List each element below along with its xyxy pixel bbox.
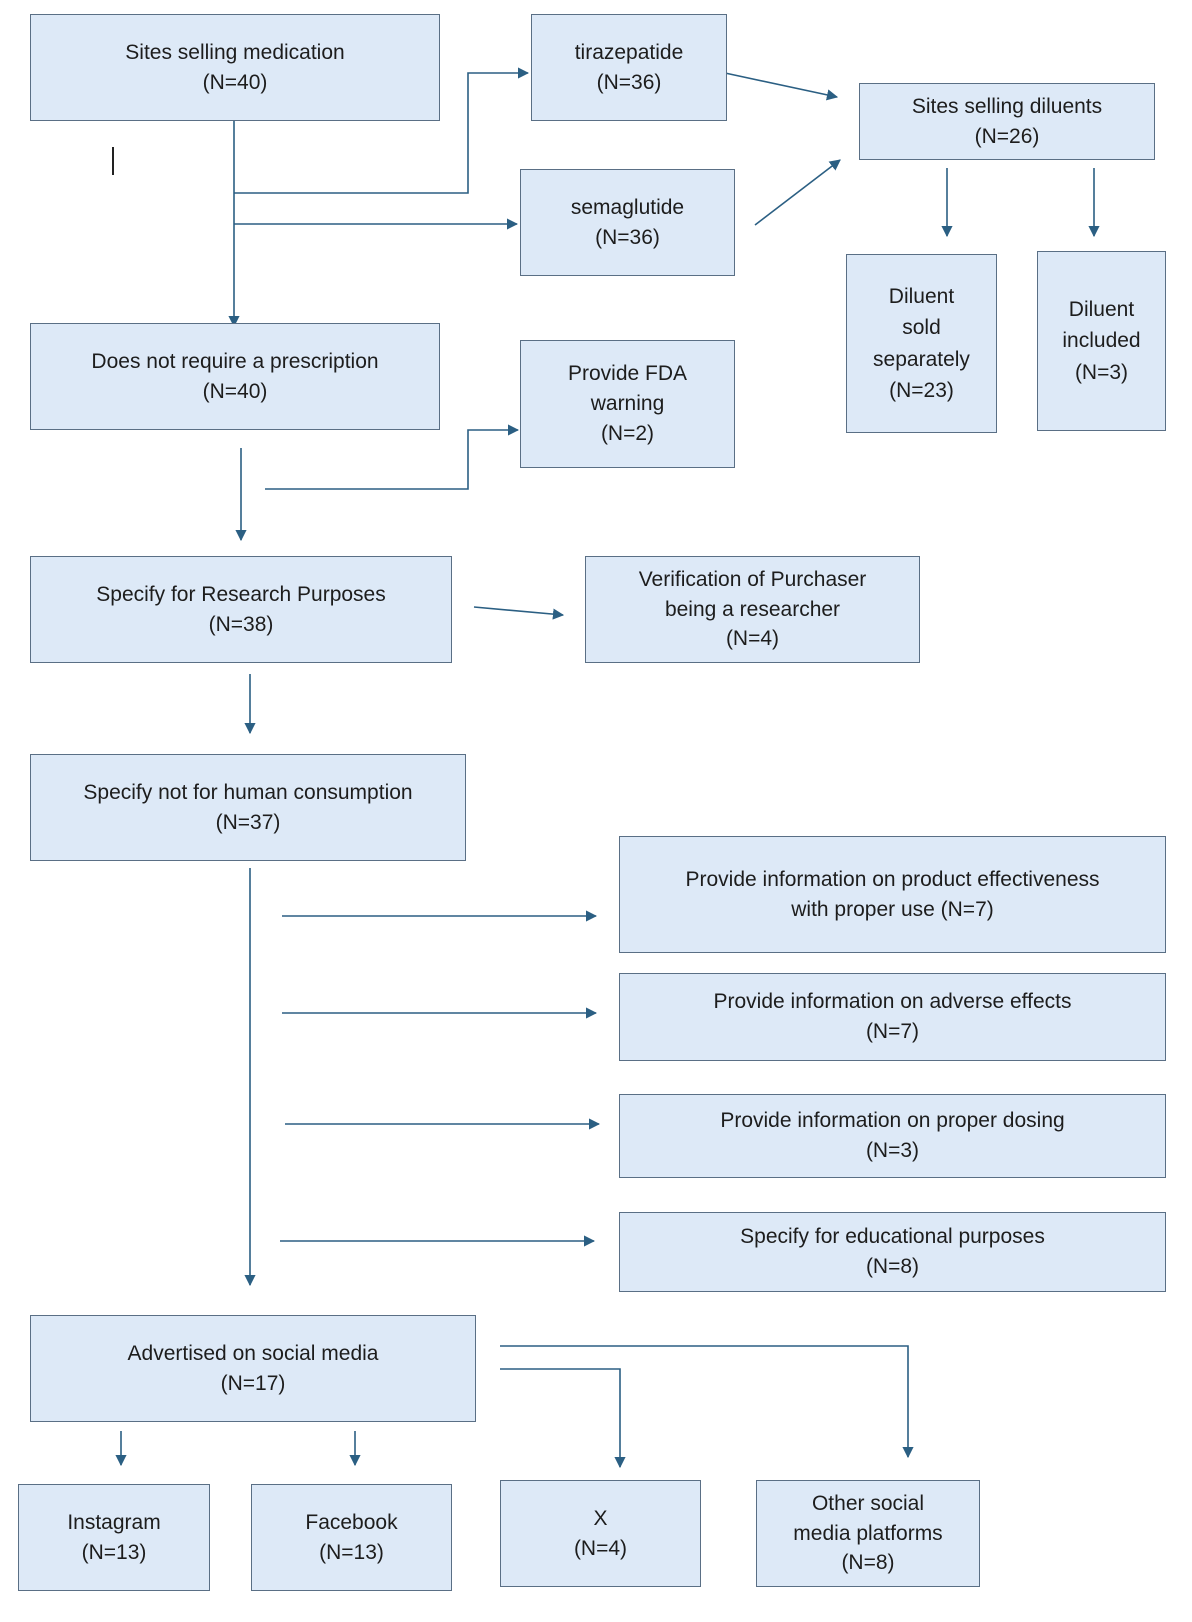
node-count: (N=13) (319, 1540, 384, 1564)
node-count: (N=4) (573, 1536, 628, 1560)
arrow-research-to-verification (473, 606, 565, 620)
node-count: (N=26) (974, 124, 1040, 148)
node-count: (N=40) (202, 70, 268, 94)
node-count: (N=36) (595, 225, 660, 249)
node-line: warning (590, 392, 665, 416)
node-label: Specify for educational purposes (740, 1225, 1045, 1249)
node-line: Diluent (888, 284, 955, 308)
node-line: Provide information on product effective… (685, 867, 1100, 891)
node-line: separately (873, 347, 970, 371)
node-label: Specify for Research Purposes (96, 582, 386, 606)
node-x: X (N=4) (500, 1480, 701, 1587)
node-label: Provide information on proper dosing (720, 1109, 1065, 1133)
node-dosing-info: Provide information on proper dosing (N=… (619, 1094, 1166, 1178)
node-tirazepatide: tirazepatide (N=36) (531, 14, 727, 121)
arrow-social-to-other (500, 1345, 914, 1459)
node-label: Does not require a prescription (91, 349, 379, 373)
node-line: included (1062, 329, 1141, 353)
node-count: (N=23) (889, 379, 954, 402)
arrow-prescription-to-fda (265, 424, 520, 490)
node-count: (N=17) (220, 1371, 286, 1395)
node-research-purposes: Specify for Research Purposes (N=38) (30, 556, 452, 663)
node-line: Diluent (1068, 297, 1135, 321)
node-not-human-consumption: Specify not for human consumption (N=37) (30, 754, 466, 861)
node-label: Provide information on adverse effects (713, 990, 1072, 1014)
node-label: Sites selling medication (125, 40, 345, 64)
node-count: (N=13) (81, 1540, 147, 1564)
arrow-semaglutide-to-diluents (754, 159, 841, 226)
node-line: with proper use (N=7) (791, 897, 994, 921)
text-cursor (112, 147, 114, 175)
node-line: sold (902, 316, 941, 339)
node-line: Other social (811, 1491, 925, 1515)
node-sites-selling-medication: Sites selling medication (N=40) (30, 14, 440, 121)
node-count: (N=37) (215, 810, 281, 834)
node-label: Instagram (67, 1510, 161, 1534)
node-no-prescription: Does not require a prescription (N=40) (30, 323, 440, 430)
node-label: Advertised on social media (127, 1341, 379, 1365)
node-count: (N=3) (865, 1139, 920, 1162)
node-sites-selling-diluents: Sites selling diluents (N=26) (859, 83, 1155, 160)
node-count: (N=40) (202, 379, 268, 403)
node-count: (N=7) (865, 1020, 920, 1043)
node-other-social: Other social media platforms (N=8) (756, 1480, 980, 1587)
node-social-media: Advertised on social media (N=17) (30, 1315, 476, 1422)
node-label: Sites selling diluents (911, 94, 1103, 118)
node-count: (N=8) (865, 1255, 920, 1278)
node-diluent-sold-separately: Diluent sold separately (N=23) (846, 254, 997, 433)
node-line: Provide FDA (567, 362, 688, 386)
node-count: (N=36) (596, 70, 662, 94)
node-facebook: Facebook (N=13) (251, 1484, 452, 1591)
node-line: being a researcher (664, 597, 841, 621)
node-label: semaglutide (570, 195, 685, 219)
node-verification: Verification of Purchaser being a resear… (585, 556, 920, 663)
node-semaglutide: semaglutide (N=36) (520, 169, 735, 276)
arrow-social-to-x (500, 1368, 626, 1469)
arrow-medication-to-tirazepatide (234, 67, 530, 194)
node-label: X (593, 1506, 608, 1530)
node-line: media platforms (793, 1521, 943, 1545)
node-label: Specify not for human consumption (83, 780, 413, 804)
node-effectiveness-info: Provide information on product effective… (619, 836, 1166, 953)
node-label: tirazepatide (574, 40, 684, 64)
node-count: (N=2) (600, 421, 655, 445)
node-count: (N=4) (725, 627, 780, 651)
node-count: (N=3) (1074, 360, 1129, 384)
node-line: Verification of Purchaser (638, 567, 867, 591)
node-adverse-effects-info: Provide information on adverse effects (… (619, 973, 1166, 1061)
node-count: (N=38) (208, 612, 274, 636)
node-diluent-included: Diluent included (N=3) (1037, 251, 1166, 431)
arrow-tirazepatide-to-diluents (724, 72, 839, 101)
node-instagram: Instagram (N=13) (18, 1484, 210, 1591)
node-label: Facebook (305, 1510, 398, 1534)
node-fda-warning: Provide FDA warning (N=2) (520, 340, 735, 468)
node-educational: Specify for educational purposes (N=8) (619, 1212, 1166, 1292)
node-count: (N=8) (841, 1551, 895, 1575)
